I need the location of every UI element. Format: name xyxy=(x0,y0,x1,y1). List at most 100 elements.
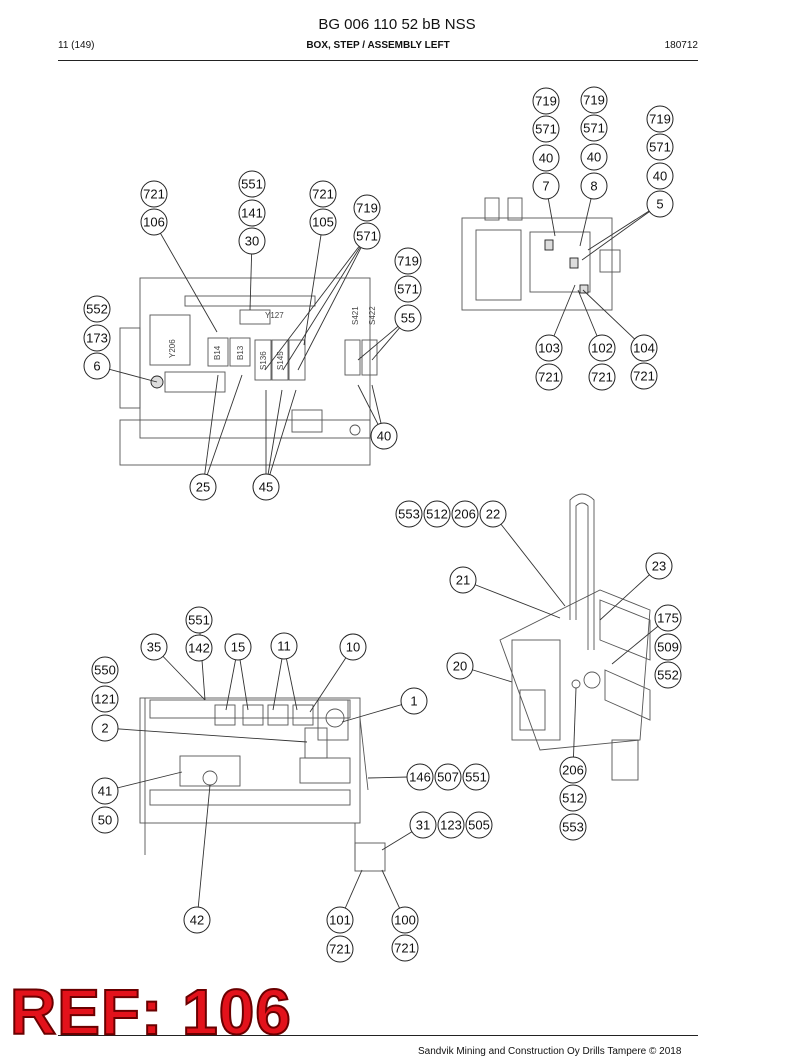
callout-circle xyxy=(394,275,422,303)
callout-2: 2 xyxy=(91,714,119,742)
callout-number: 40 xyxy=(377,429,391,444)
callout-146: 146 xyxy=(406,763,434,791)
callout-number: 40 xyxy=(539,151,553,166)
callout-number: 50 xyxy=(98,813,112,828)
callout-45: 45 xyxy=(252,473,280,501)
callout-505: 505 xyxy=(465,811,493,839)
callout-number: 15 xyxy=(231,640,245,655)
callout-719: 719 xyxy=(580,86,608,114)
callout-circle xyxy=(434,763,462,791)
callout-circle xyxy=(559,756,587,784)
callout-721: 721 xyxy=(309,180,337,208)
callout-number: 40 xyxy=(587,150,601,165)
callout-number: 106 xyxy=(143,215,165,230)
callout-number: 721 xyxy=(329,942,351,957)
callout-40: 40 xyxy=(370,422,398,450)
callout-circle xyxy=(580,86,608,114)
callout-number: 551 xyxy=(188,613,210,628)
callout-circle xyxy=(394,247,422,275)
callout-circle xyxy=(654,604,682,632)
callout-102: 102 xyxy=(588,334,616,362)
callout-number: 101 xyxy=(329,913,351,928)
label-b14: B14 xyxy=(213,345,222,360)
callout-number: 512 xyxy=(562,791,584,806)
callout-551: 551 xyxy=(462,763,490,791)
document-title: BG 006 110 52 bB NSS xyxy=(318,16,476,33)
callout-1: 1 xyxy=(400,687,428,715)
callout-circle xyxy=(588,334,616,362)
callout-circle xyxy=(326,935,354,963)
callout-number: 30 xyxy=(245,234,259,249)
callout-number: 102 xyxy=(591,341,613,356)
callout-circle xyxy=(580,143,608,171)
callout-circle xyxy=(532,144,560,172)
callout-101: 101 xyxy=(326,906,354,934)
callout-circle xyxy=(630,362,658,390)
callout-7: 7 xyxy=(532,172,560,200)
callout-circle xyxy=(479,500,507,528)
callout-circle xyxy=(370,422,398,450)
callout-circle xyxy=(391,906,419,934)
leader-lines xyxy=(96,185,669,921)
callout-719: 719 xyxy=(646,105,674,133)
callout-number: 175 xyxy=(657,611,679,626)
callout-number: 141 xyxy=(241,206,263,221)
callout-circle xyxy=(437,811,465,839)
callout-105: 105 xyxy=(309,208,337,236)
callout-circle xyxy=(91,806,119,834)
callout-circle xyxy=(532,172,560,200)
callout-circle xyxy=(423,500,451,528)
callout-55: 55 xyxy=(394,304,422,332)
callout-circle xyxy=(224,633,252,661)
callout-40: 40 xyxy=(580,143,608,171)
callout-circle xyxy=(532,115,560,143)
callout-number: 21 xyxy=(456,573,470,588)
callout-21: 21 xyxy=(449,566,477,594)
callout-721: 721 xyxy=(140,180,168,208)
label-s145: S145 xyxy=(276,351,285,370)
callout-number: 22 xyxy=(486,507,500,522)
callout-42: 42 xyxy=(183,906,211,934)
callout-circle xyxy=(395,500,423,528)
callout-number: 721 xyxy=(591,370,613,385)
callout-number: 551 xyxy=(465,770,487,785)
callout-circle xyxy=(535,334,563,362)
callout-circle xyxy=(394,304,422,332)
callout-circle xyxy=(189,473,217,501)
callout-circle xyxy=(646,162,674,190)
callout-100: 100 xyxy=(391,906,419,934)
callout-circle xyxy=(580,172,608,200)
callout-25: 25 xyxy=(189,473,217,501)
callout-number: 571 xyxy=(397,282,419,297)
valve-panel-drawing: Y127 Y206 B14 B13 S136 S145 S421 S422 xyxy=(119,277,378,466)
callout-number: 8 xyxy=(590,179,597,194)
callout-circle xyxy=(409,811,437,839)
callout-circle xyxy=(326,906,354,934)
callout-719: 719 xyxy=(353,194,381,222)
callout-142: 142 xyxy=(185,634,213,662)
callout-551: 551 xyxy=(238,170,266,198)
callout-175: 175 xyxy=(654,604,682,632)
callout-circle xyxy=(238,199,266,227)
callout-6: 6 xyxy=(83,352,111,380)
callout-circle xyxy=(588,363,616,391)
callout-circle xyxy=(449,566,477,594)
callout-number: 721 xyxy=(633,369,655,384)
callout-103: 103 xyxy=(535,334,563,362)
callout-number: 100 xyxy=(394,913,416,928)
callout-circle xyxy=(252,473,280,501)
callout-number: 721 xyxy=(538,370,560,385)
callout-circle xyxy=(91,777,119,805)
callout-number: 552 xyxy=(657,668,679,683)
callout-circle xyxy=(654,661,682,689)
callout-circle xyxy=(646,105,674,133)
callout-number: 571 xyxy=(649,140,671,155)
callout-551: 551 xyxy=(185,606,213,634)
callout-104: 104 xyxy=(630,334,658,362)
callout-circle xyxy=(353,194,381,222)
callout-552: 552 xyxy=(83,295,111,323)
callout-circle xyxy=(91,656,119,684)
callout-number: 103 xyxy=(538,341,560,356)
callout-721: 721 xyxy=(535,363,563,391)
callout-number: 121 xyxy=(94,692,116,707)
